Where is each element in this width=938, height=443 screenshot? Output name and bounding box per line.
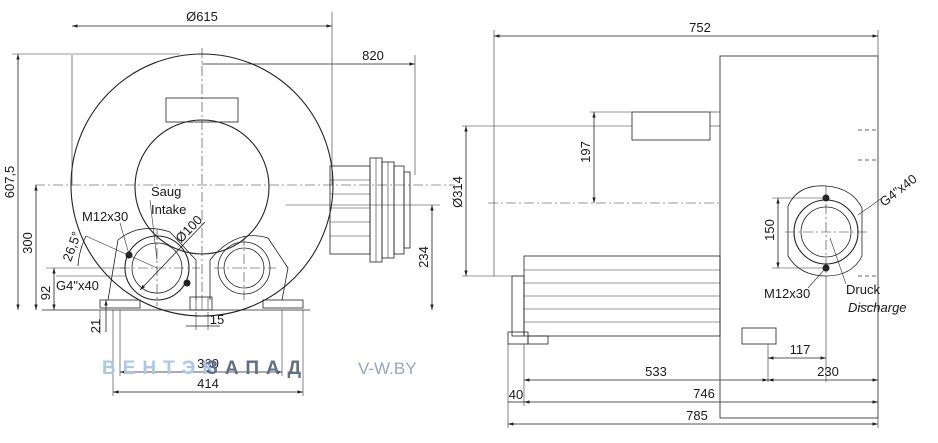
discharge-flange: [209, 235, 289, 301]
dim-angle-26-5: 26,5°: [60, 230, 85, 264]
front-view: Ø615 820 607,5 300 92 234 21 15 360: [2, 9, 455, 396]
dim-150: 150: [762, 219, 777, 241]
dim-360: 360: [197, 356, 219, 371]
dim-diameter-615: Ø615: [186, 9, 218, 24]
discharge-flange-side: [787, 185, 863, 277]
dim-diameter-100: Ø100: [172, 212, 205, 245]
drain-plug: [189, 296, 213, 311]
side-housing: [719, 55, 879, 419]
side-foot: [741, 327, 777, 345]
dim-21: 21: [88, 319, 103, 333]
label-g4-side: G4"x40: [877, 171, 920, 209]
dim-234: 234: [416, 246, 431, 268]
label-saug: Saug: [151, 184, 181, 199]
side-terminal-box: [631, 111, 711, 141]
dim-diameter-314: Ø314: [450, 176, 465, 208]
dim-607-5: 607,5: [2, 166, 17, 199]
dim-414: 414: [197, 376, 219, 391]
dim-197: 197: [578, 141, 593, 163]
dim-300: 300: [20, 232, 35, 254]
watermark-site: V-W.BY: [358, 359, 417, 378]
foot-left: [99, 299, 141, 309]
dim-15: 15: [210, 312, 224, 327]
label-discharge: Discharge: [848, 300, 907, 315]
dim-230: 230: [817, 364, 839, 379]
dim-533: 533: [645, 364, 667, 379]
dim-92: 92: [38, 286, 53, 300]
foot-right: [262, 299, 304, 309]
dim-117: 117: [790, 342, 811, 357]
watermark-brand-part2: ЗАПАД: [206, 358, 308, 379]
watermark-brand-part1: ВЕНТЭК: [102, 358, 221, 379]
label-g4-front: G4"x40: [56, 278, 99, 293]
label-m12x30-front: M12x30: [82, 209, 128, 224]
label-druck: Druck: [846, 282, 880, 297]
label-intake: Intake: [151, 202, 186, 217]
motor-fins: [329, 157, 411, 263]
dim-746: 746: [693, 386, 715, 401]
dim-40: 40: [509, 387, 523, 402]
label-m12x30-side: M12x30: [764, 286, 810, 301]
dim-820: 820: [362, 48, 384, 63]
side-view: 752 Ø314 197 150 117 533 230 40 746: [450, 20, 920, 428]
intake-flange: [107, 228, 197, 301]
dim-752: 752: [689, 20, 711, 35]
watermark: ВЕНТЭК ЗАПАД V-W.BY: [102, 358, 417, 379]
dim-785: 785: [686, 408, 708, 423]
